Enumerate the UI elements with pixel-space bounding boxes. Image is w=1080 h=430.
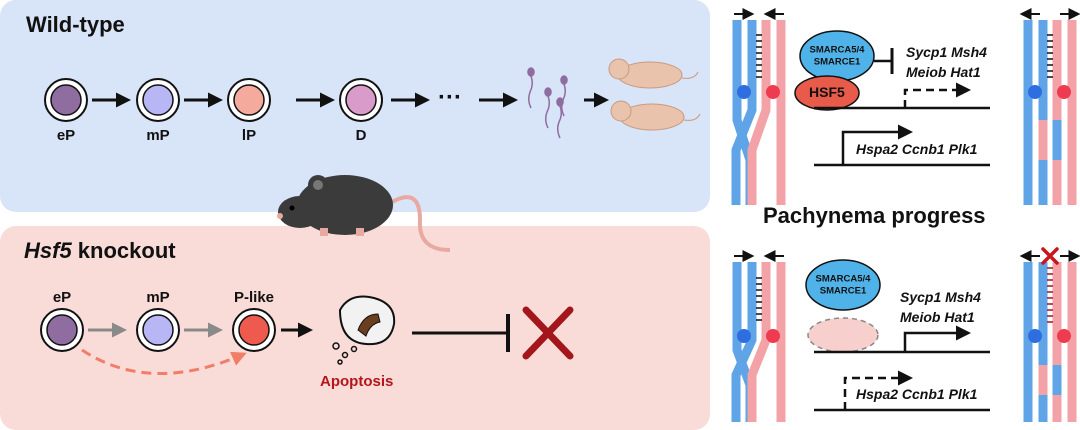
knockout-gene-name: Hsf5 (24, 238, 72, 263)
wt-cell-lp (227, 78, 271, 122)
complex-label-top-line1: SMARCA5/4 (809, 44, 865, 56)
hsf5-label: HSF5 (809, 84, 845, 100)
wt-cell-label-d: D (355, 127, 367, 144)
pup-icon (608, 58, 701, 131)
ko-cell-label-ep: eP (52, 289, 72, 306)
complex-label-top-line2: SMARCE1 (813, 56, 861, 68)
mouse-icon (277, 175, 451, 252)
ko-cell-mp (136, 308, 180, 352)
wt-cell-label-mp: mP (146, 127, 170, 144)
knockout-title: Hsf5 knockout (24, 238, 176, 264)
wt-cell-label-lp: lP (241, 127, 257, 144)
wt-cell-d (339, 78, 383, 122)
smarca-complex-bottom (805, 259, 881, 311)
synapsis-failure-cross-icon (1041, 247, 1059, 265)
top-regulation-diagram (794, 30, 990, 167)
wt-cell-mp (136, 78, 180, 122)
chromosome-pair-top-right (1019, 8, 1080, 205)
chromosome-pair-top-left (731, 8, 786, 205)
active-genes-bottom-line2: Meiob Hat1 (900, 309, 975, 325)
block-bar (412, 314, 510, 352)
apoptotic-cell-icon (332, 295, 396, 365)
ko-cell-label-mp: mP (146, 289, 170, 306)
ko-progression-arrows (81, 322, 313, 375)
absent-hsf5-placeholder (807, 317, 879, 353)
chromosome-pair-bottom-right (1019, 247, 1080, 422)
cross-icon (522, 306, 574, 360)
knockout-title-rest: knockout (71, 238, 176, 263)
apoptosis-label: Apoptosis (320, 373, 394, 390)
complex-label-bottom-line1: SMARCA5/4 (815, 273, 871, 285)
sperm-icon (527, 67, 568, 139)
wt-ellipsis: ··· (438, 84, 462, 111)
wt-cell-ep (44, 78, 88, 122)
wild-type-title: Wild-type (26, 12, 125, 37)
complex-label-bottom-line2: SMARCE1 (819, 285, 867, 297)
active-genes-bottom-line1: Sycp1 Msh4 (900, 289, 981, 305)
repressed-genes-line1: Sycp1 Msh4 (906, 44, 987, 60)
inactive-genes-bottom: Hspa2 Ccnb1 Plk1 (856, 386, 978, 402)
ko-cell-ep (40, 308, 84, 352)
ko-cell-label-p-like: P-like (233, 289, 275, 306)
hsf5-protein (794, 75, 860, 111)
ko-cell-p-like (232, 308, 276, 352)
repressed-genes-line2: Meiob Hat1 (906, 64, 981, 80)
active-genes-top: Hspa2 Ccnb1 Plk1 (856, 141, 978, 157)
wt-cell-label-ep: eP (56, 127, 76, 144)
pachynema-progress-label: Pachynema progress (763, 203, 986, 228)
chromosome-pair-bottom-left (731, 250, 786, 422)
bottom-regulation-diagram (805, 259, 990, 412)
